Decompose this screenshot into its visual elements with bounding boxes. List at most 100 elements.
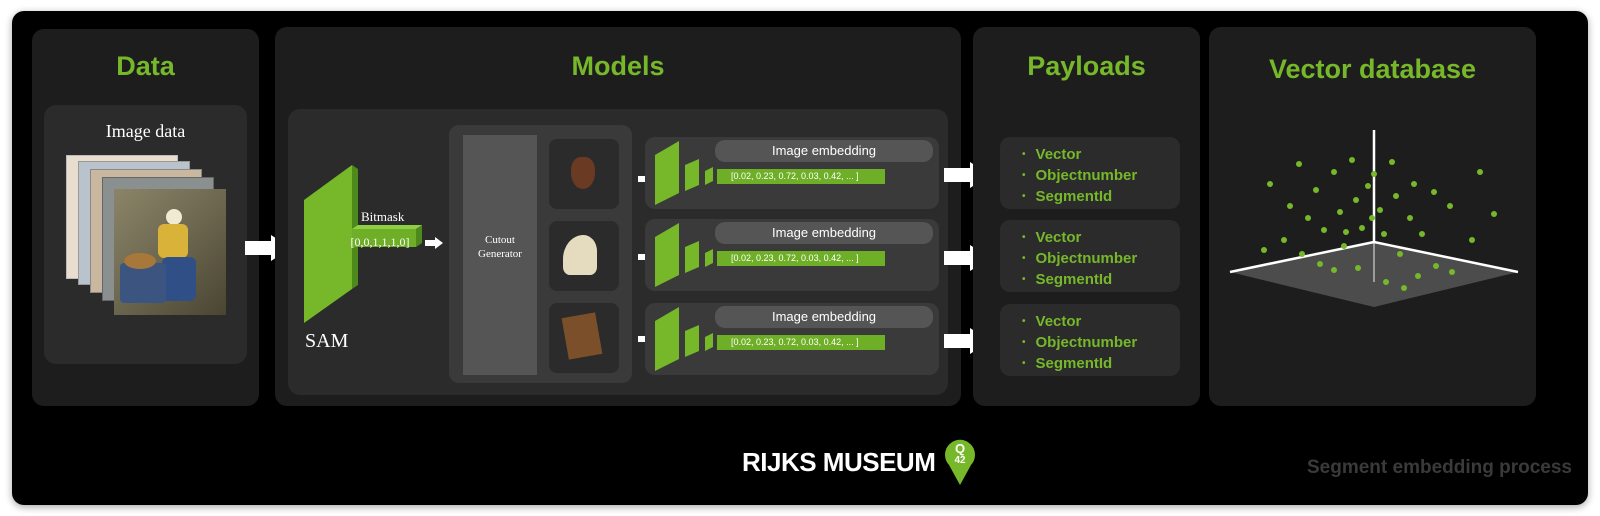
cutout-label-line1: Cutout (485, 234, 515, 246)
sam-model-shape (304, 165, 422, 323)
embedding-label-2: Image embedding (715, 222, 933, 244)
vector-point (1305, 215, 1311, 221)
vector-point (1407, 215, 1413, 221)
vector-point (1419, 231, 1425, 237)
rijksmuseum-logo: RIJKS MUSEUM (742, 447, 936, 477)
payload-item: SegmentId (1022, 187, 1137, 208)
basket-shape (561, 312, 603, 360)
table-cloth (120, 263, 166, 303)
payload-card-3: Vector Objectnumber SegmentId (1000, 304, 1180, 376)
payload-item: SegmentId (1022, 354, 1137, 375)
q42-badge-letter: Q (954, 441, 966, 456)
q42-badge-number: 42 (954, 455, 966, 466)
vector-point (1359, 225, 1365, 231)
vector-point (1447, 203, 1453, 209)
arrow-bitmask-to-cutout (425, 237, 443, 249)
vector-point (1371, 171, 1377, 177)
vector-point (1317, 261, 1323, 267)
vector-point (1389, 159, 1395, 165)
vector-point (1431, 189, 1437, 195)
vector-point (1299, 251, 1305, 257)
vector-point (1491, 211, 1497, 217)
payloads-panel: Payloads Vector Objectnumber SegmentId V… (973, 27, 1200, 406)
payloads-title: Payloads (1027, 51, 1146, 81)
models-inner-panel: Bitmask [0,0,1,1,1,0] SAM Cutout Generat… (288, 109, 948, 395)
vector-point (1365, 183, 1371, 189)
painting-stack (66, 155, 236, 320)
q42-badge-icon (945, 439, 975, 485)
vector-point (1331, 267, 1337, 273)
vector-point (1381, 231, 1387, 237)
models-panel: Models Bitmask [0,0,1,1,1,0] SAM Cutout (275, 27, 961, 406)
vector-point (1401, 285, 1407, 291)
data-panel: Data Image data (32, 29, 259, 406)
process-caption: Segment embedding process (1306, 457, 1572, 478)
jug-shape (571, 157, 595, 189)
bitmask-value: [0,0,1,1,1,0] (350, 235, 410, 249)
vector-point (1349, 157, 1355, 163)
payload-item: Vector (1022, 312, 1137, 333)
vector-point (1393, 193, 1399, 199)
embedding-label-1: Image embedding (715, 140, 933, 162)
vector-point (1397, 251, 1403, 257)
payload-card-2: Vector Objectnumber SegmentId (1000, 220, 1180, 292)
vector-point (1369, 215, 1375, 221)
cutout-generator: Cutout Generator (463, 135, 537, 375)
payload-item: Vector (1022, 145, 1137, 166)
embedding-vector-3: [0.02, 0.23, 0.72, 0.03, 0.42, ... ] (717, 335, 885, 350)
vector-point (1355, 265, 1361, 271)
diagram-frame: Data Image data Models (12, 11, 1588, 505)
figure-apron (162, 257, 196, 301)
payload-item: Vector (1022, 228, 1137, 249)
payload-item: Objectnumber (1022, 249, 1138, 270)
vector-point (1449, 269, 1455, 275)
vector-axis-right (1373, 240, 1519, 274)
image-data-label: Image data (105, 121, 186, 141)
segment-jug-thumb (549, 139, 619, 209)
embedding-label-3: Image embedding (715, 306, 933, 328)
encoder-shape-3 (655, 307, 713, 371)
vector-database-panel: Vector database (1209, 27, 1536, 406)
payload-item: SegmentId (1022, 270, 1137, 291)
figure-head (166, 209, 182, 225)
embedding-vector-2: [0.02, 0.23, 0.72, 0.03, 0.42, ... ] (717, 251, 885, 266)
vector-point (1331, 169, 1337, 175)
vector-point (1477, 169, 1483, 175)
segment-basket-thumb (549, 303, 619, 373)
vector-point (1383, 279, 1389, 285)
cutout-label-line2: Generator (478, 248, 522, 260)
vector-point (1341, 243, 1347, 249)
payload-card-1: Vector Objectnumber SegmentId (1000, 137, 1180, 209)
embedding-row-3: Image embedding [0.02, 0.23, 0.72, 0.03,… (645, 303, 939, 375)
encoder-shape-1 (655, 141, 713, 205)
payload-item: Objectnumber (1022, 166, 1138, 187)
vector-point (1267, 181, 1273, 187)
vector-point (1415, 273, 1421, 279)
vector-point (1287, 203, 1293, 209)
vector-space-plot (1229, 130, 1519, 307)
encoder-shape-2 (655, 223, 713, 287)
headscarf-shape (563, 235, 597, 275)
vector-database-title: Vector database (1268, 54, 1477, 84)
bitmask-label: Bitmask (361, 209, 405, 224)
vector-point (1296, 161, 1302, 167)
vector-point (1353, 197, 1359, 203)
vector-point (1313, 187, 1319, 193)
payload-item: Objectnumber (1022, 333, 1138, 354)
sam-label: SAM (305, 330, 349, 352)
cutout-container: Cutout Generator (449, 125, 632, 383)
bread-basket (124, 253, 156, 269)
vector-point (1321, 227, 1327, 233)
vector-point (1261, 247, 1267, 253)
models-title: Models (571, 51, 665, 81)
segment-headscarf-thumb (549, 221, 619, 291)
vector-point (1281, 237, 1287, 243)
vector-point (1411, 181, 1417, 187)
vector-point (1469, 237, 1475, 243)
data-title: Data (116, 51, 175, 81)
embedding-row-1: Image embedding [0.02, 0.23, 0.72, 0.03,… (645, 137, 939, 209)
figure-bodice (158, 224, 188, 258)
vector-point (1433, 263, 1439, 269)
vector-point (1337, 209, 1343, 215)
embedding-row-2: Image embedding [0.02, 0.23, 0.72, 0.03,… (645, 219, 939, 291)
